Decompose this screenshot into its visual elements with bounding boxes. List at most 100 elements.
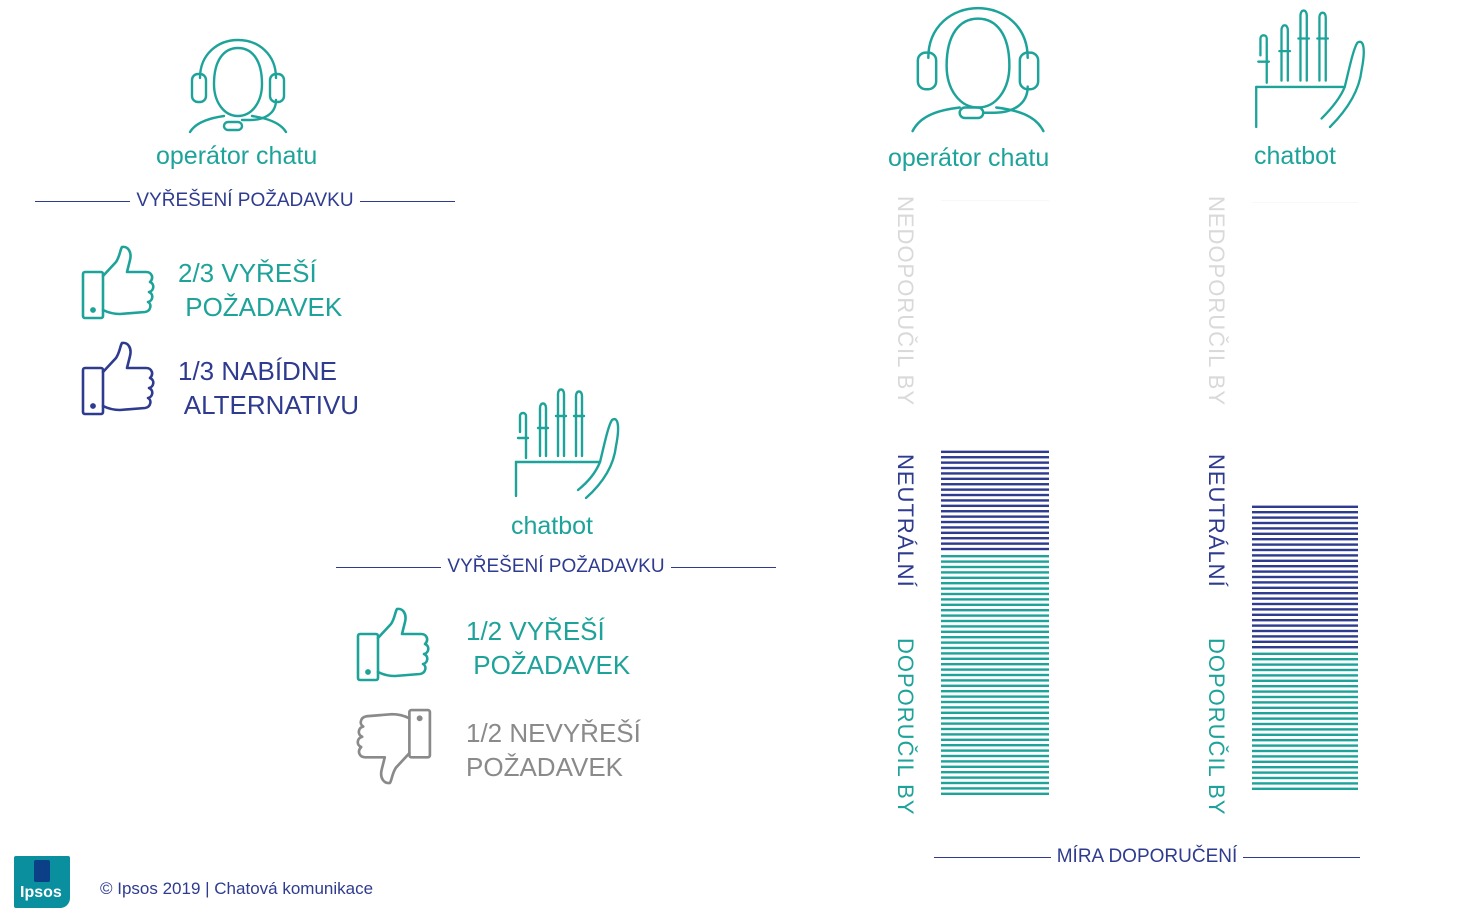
series-label-neutralni-chatbot: NEUTRÁLNÍ [1204, 454, 1229, 588]
bar-stripe [941, 488, 1049, 491]
operator-caption: operátor chatu [156, 142, 318, 170]
bar-stripe [941, 565, 1049, 569]
bar-stripe [941, 571, 1049, 574]
operator-headset-icon [188, 38, 288, 134]
bar-stripe [941, 738, 1049, 741]
bar-stripe [941, 625, 1049, 628]
bar-stripe [1252, 532, 1358, 535]
bar-stripe [941, 727, 1049, 731]
bar-stripe [1252, 646, 1358, 649]
bar-stripe [1252, 701, 1358, 704]
footer-copyright: © Ipsos 2019 | Chatová komunikace [100, 879, 374, 898]
bar-stripe [1252, 511, 1358, 514]
chatbot-section-title: VYŘEŠENÍ POŽADAVKU [336, 556, 776, 578]
bar-stripe [1252, 597, 1358, 600]
bar-stripe [1252, 782, 1358, 785]
bar-stripe [941, 673, 1049, 677]
bar-stripe [1252, 685, 1358, 688]
bar-stripe [1252, 527, 1358, 530]
series-label-doporucil-operator: DOPORUČIL BY [893, 638, 918, 816]
bar-stripe [941, 592, 1049, 596]
series-label-doporucil-chatbot: DOPORUČIL BY [1204, 638, 1229, 816]
bar-stripe [941, 609, 1049, 612]
bar-stripe [1252, 629, 1358, 633]
bar-stripe [1252, 635, 1358, 638]
bar-stripe [1252, 624, 1358, 627]
bar-stripe [941, 461, 1049, 464]
series-label-nedoporucil-chatbot: NEDOPORUČIL BY [1204, 196, 1229, 407]
bar-stripe [1252, 652, 1358, 655]
operator-section-title: VYŘEŠENÍ POŽADAVKU [35, 190, 455, 212]
bar-stripe [941, 733, 1049, 736]
bar-stripe [1252, 619, 1358, 622]
bar-stripe [941, 744, 1049, 747]
bar-stripe [941, 760, 1049, 763]
bar-stripe [1252, 554, 1358, 557]
bar-stripe [941, 765, 1049, 768]
bar-stripe [1252, 728, 1358, 731]
bar-stripe [1252, 548, 1358, 552]
bar-stripe [941, 510, 1049, 513]
category-icon-operator [911, 6, 1045, 133]
chatbot-caption: chatbot [511, 512, 594, 540]
bar-stripe [941, 576, 1049, 579]
bar-stripe [941, 466, 1049, 470]
bar-stripe [1252, 690, 1358, 693]
chatbot-section-title-text: VYŘEŠENÍ POŽADAVKU [447, 556, 665, 577]
bar-stripe [941, 603, 1049, 606]
chart-category-label-1: chatbot [1254, 142, 1337, 170]
ipsos-logo-mark [34, 860, 50, 882]
bar-stripe [941, 520, 1049, 524]
bar-stripe [1252, 760, 1358, 763]
category-icon-chatbot [1255, 9, 1365, 129]
bar-segment-1-2 [1252, 202, 1358, 203]
operator-item-2-text: 1/3 NABÍDNE ALTERNATIVU [178, 356, 360, 420]
bar-stripe [1252, 733, 1358, 736]
ipsos-logo-text: Ipsos [20, 884, 62, 901]
bar-stripe [941, 652, 1049, 655]
bar-stripe [1252, 521, 1358, 525]
bar-stripe [1252, 717, 1358, 720]
bar-stripe [941, 771, 1049, 774]
robot-hand-icon [514, 388, 620, 500]
bar-stripe [941, 711, 1049, 714]
ipsos-logo: Ipsos [14, 856, 70, 908]
bar-stripe [1252, 674, 1358, 677]
bar-stripe [1252, 575, 1358, 579]
bar-stripe [941, 456, 1049, 459]
bar-stripe [1252, 776, 1358, 780]
bar-stripe [1252, 592, 1358, 595]
series-label-nedoporucil-operator: NEDOPORUČIL BY [893, 196, 918, 407]
bar-stripe [941, 787, 1049, 790]
bar-stripe [941, 717, 1049, 720]
bar-stripe [941, 668, 1049, 671]
bar-stripe [941, 679, 1049, 682]
bar-segment-0-0 [941, 555, 1049, 795]
bar-stripe [941, 587, 1049, 590]
bar-stripe [941, 515, 1049, 518]
bar-stripe [1252, 516, 1358, 519]
bar-stripe [1252, 749, 1358, 753]
bar-stripe [941, 657, 1049, 660]
bar-stripe [1252, 712, 1358, 715]
bar-stripe [941, 499, 1049, 502]
bar-stripe [1252, 640, 1358, 643]
chart-xlabel-text: MÍRA DOPORUČENÍ [1056, 846, 1238, 867]
bar-fill-0-2 [941, 200, 1049, 201]
series-label-neutralni-operator: NEUTRÁLNÍ [893, 454, 918, 588]
bar-stripe [941, 684, 1049, 687]
bar-stripe [941, 641, 1049, 644]
bar-stripe [941, 547, 1049, 551]
bar-stripe [941, 663, 1049, 666]
bar-stripe [941, 614, 1049, 617]
bar-stripe [941, 619, 1049, 623]
bar-stripe [1252, 766, 1358, 769]
bar-stripe [941, 700, 1049, 704]
bar-stripe [941, 472, 1049, 475]
chart-category-label-0: operátor chatu [888, 144, 1050, 172]
bar-stripe [941, 630, 1049, 633]
bar-stripe [1252, 744, 1358, 747]
bar-stripe [1252, 771, 1358, 774]
bar-stripe [1252, 668, 1358, 672]
thumbs-down-icon [356, 708, 432, 785]
